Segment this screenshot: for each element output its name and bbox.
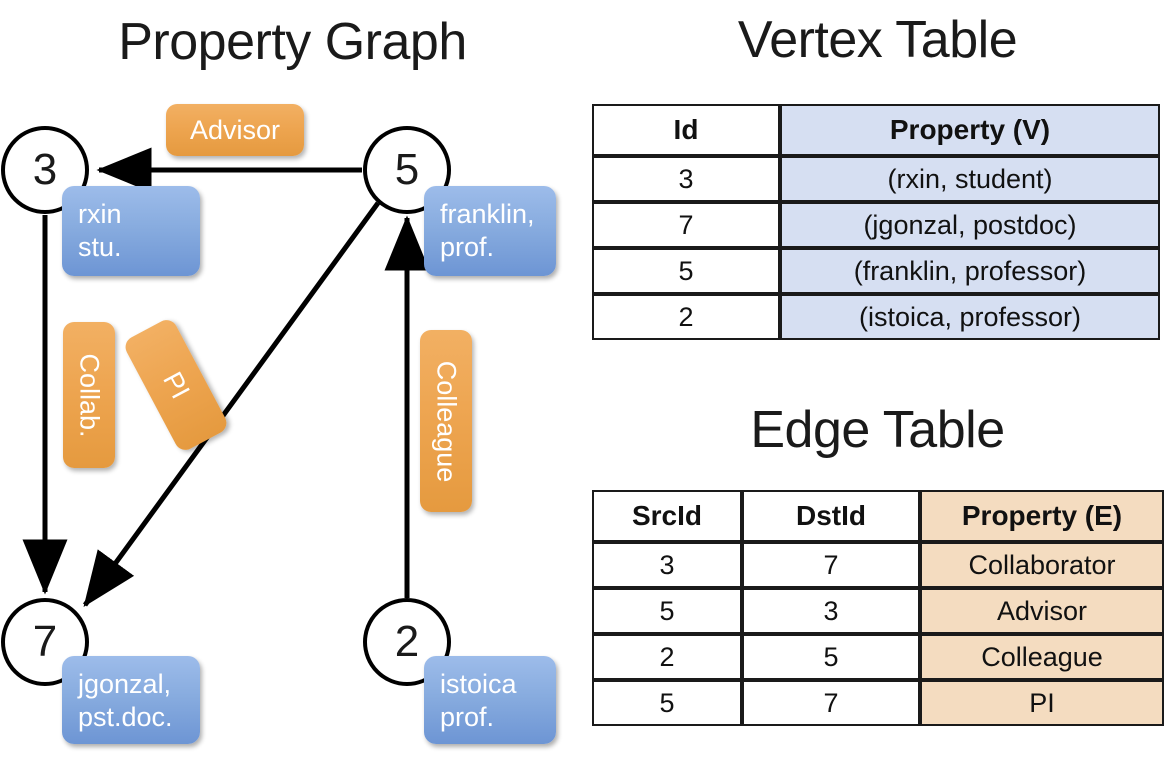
edge-table-header-property: Property (E) [920,490,1164,542]
vertex-cell-id: 3 [592,156,780,202]
edge-cell-property: Collaborator [920,542,1164,588]
edge-label-advisor-text: Advisor [189,114,281,145]
graph-node-5[interactable]: 5 [363,126,451,214]
edge-cell-srcid: 2 [592,634,742,680]
edge-label-colleague: Colleague [420,330,472,512]
edge-table-header-row: SrcId DstId Property (E) [592,490,1164,542]
node-property-box-istoica: istoica prof. [424,656,556,744]
vertex-cell-property: (jgonzal, postdoc) [780,202,1160,248]
edge-cell-dstid: 3 [742,588,920,634]
vertex-cell-id: 2 [592,294,780,340]
vertex-cell-property: (istoica, professor) [780,294,1160,340]
vertex-cell-property: (rxin, student) [780,156,1160,202]
node-property-box-rxin: rxin stu. [62,186,200,276]
edge-cell-property: PI [920,680,1164,726]
page-title-vertex-table: Vertex Table [737,11,1018,69]
vertex-cell-id: 7 [592,202,780,248]
vertex-table-header-row: Id Property (V) [592,104,1160,156]
vertex-table-header-id: Id [592,104,780,156]
table-row: 3 7 Collaborator [592,542,1164,588]
table-row: 2 5 Colleague [592,634,1164,680]
edge-table-header-dstid: DstId [742,490,920,542]
vertex-cell-property: (franklin, professor) [780,248,1160,294]
edge-label-collab-text: Collab. [74,352,105,438]
vertex-cell-id: 5 [592,248,780,294]
edge-label-collab: Collab. [63,322,115,468]
edge-cell-srcid: 5 [592,588,742,634]
table-row: 7 (jgonzal, postdoc) [592,202,1160,248]
graph-node-2[interactable]: 2 [363,598,451,686]
node-property-box-franklin: franklin, prof. [424,186,556,276]
edge-table: SrcId DstId Property (E) 3 7 Collaborato… [592,490,1164,726]
edge-label-colleague-text: Colleague [431,360,462,482]
page-title-property-graph: Property Graph [118,13,467,71]
edge-cell-dstid: 7 [742,680,920,726]
edge-cell-property: Advisor [920,588,1164,634]
table-row: 2 (istoica, professor) [592,294,1160,340]
table-row: 5 3 Advisor [592,588,1164,634]
table-row: 3 (rxin, student) [592,156,1160,202]
property-graph-panel: 3 5 7 2 rxin stu. franklin, prof. jgonza… [1,104,556,744]
edge-label-pi-text: PI [157,366,196,404]
edge-label-advisor: Advisor [166,104,304,156]
table-row: 5 (franklin, professor) [592,248,1160,294]
edge-cell-srcid: 3 [592,542,742,588]
page-title-edge-table: Edge Table [750,401,1005,459]
graph-edges-svg [22,147,430,608]
edge-cell-dstid: 7 [742,542,920,588]
vertex-table-header-property: Property (V) [780,104,1160,156]
edge-5-to-7-pi [82,201,381,608]
edge-cell-dstid: 5 [742,634,920,680]
table-row: 5 7 PI [592,680,1164,726]
vertex-table: Id Property (V) 3 (rxin, student) 7 (jgo… [592,104,1160,340]
edge-cell-srcid: 5 [592,680,742,726]
node-property-box-jgonzal: jgonzal, pst.doc. [62,656,200,744]
edge-table-header-srcid: SrcId [592,490,742,542]
edge-cell-property: Colleague [920,634,1164,680]
